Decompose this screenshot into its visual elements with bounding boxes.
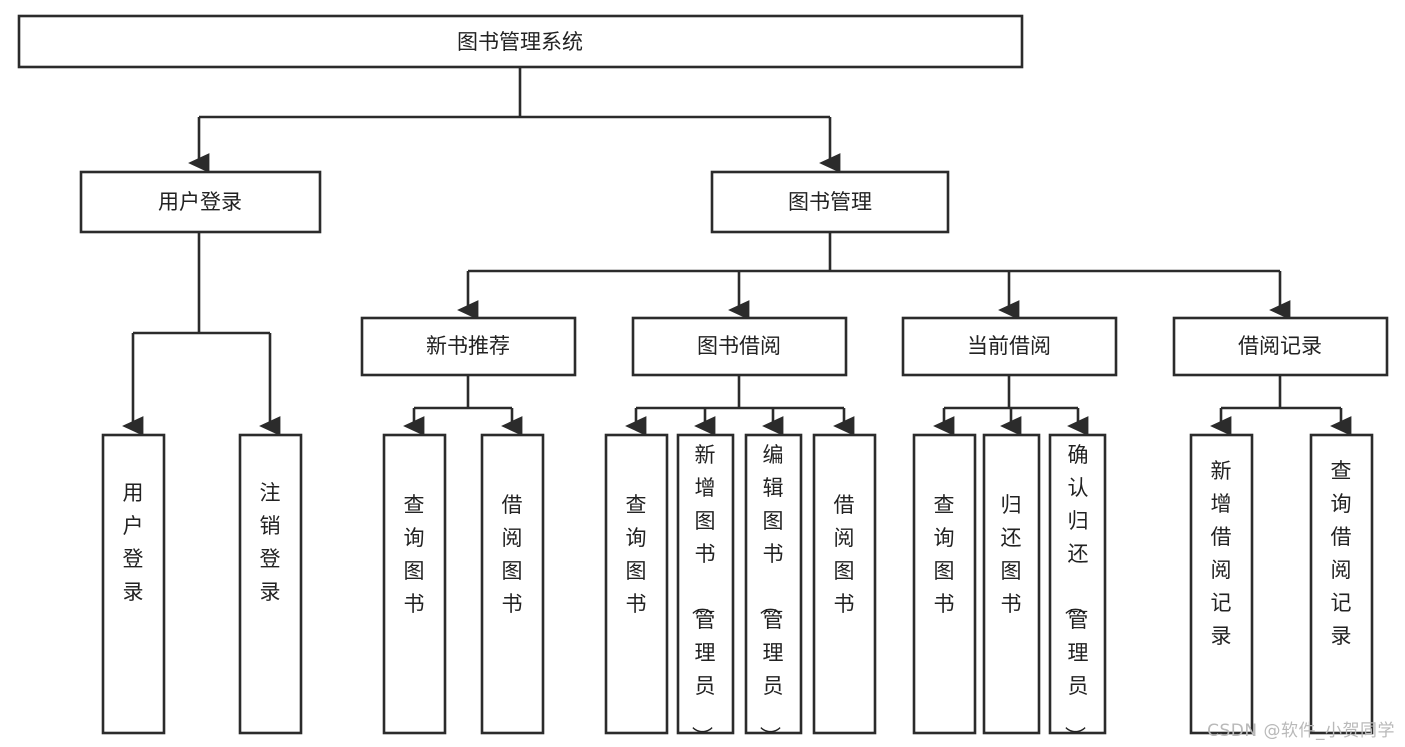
leaf-borrow-book-2-label: 借阅图书: [834, 493, 855, 616]
leaf-query-book-3-label: 查询图书: [934, 493, 955, 616]
node-book-borrow-label: 图书借阅: [697, 334, 781, 358]
leaf-logout[interactable]: 注销登录: [238, 433, 303, 735]
node-borrow-record[interactable]: 借阅记录: [1172, 316, 1389, 377]
node-root-label: 图书管理系统: [457, 30, 583, 54]
leaf-edit-book-box[interactable]: [744, 433, 803, 735]
node-user-login-box[interactable]: [79, 170, 322, 234]
leaf-add-record[interactable]: 新增借阅记录: [1189, 433, 1254, 735]
node-borrow-record-label: 借阅记录: [1238, 334, 1322, 358]
leaf-user-login[interactable]: 用户登录: [101, 433, 166, 735]
leaf-borrow-book-2-box[interactable]: [812, 433, 877, 735]
node-user-login-label: 用户登录: [158, 190, 242, 214]
leaf-query-book-3[interactable]: 查询图书: [912, 433, 977, 735]
node-borrow-record-box[interactable]: [1172, 316, 1389, 377]
leaf-edit-book[interactable]: 编辑图书（管理员）: [744, 433, 803, 747]
leaf-logout-label: 注销登录: [260, 481, 281, 604]
node-book-mgmt[interactable]: 图书管理: [710, 170, 950, 234]
leaf-query-book-2-label: 查询图书: [626, 493, 647, 616]
leaf-query-book-1-label: 查询图书: [404, 493, 425, 616]
leaf-confirm-return-label: 确认归还（管理员）: [1063, 443, 1089, 747]
leaf-query-book-1[interactable]: 查询图书: [382, 433, 447, 735]
leaf-confirm-return[interactable]: 确认归还（管理员）: [1048, 433, 1107, 747]
leaf-user-login-box[interactable]: [101, 433, 166, 735]
node-new-book-rec[interactable]: 新书推荐: [360, 316, 577, 377]
leaf-query-record-label: 查询借阅记录: [1331, 459, 1352, 648]
leaf-edit-book-label: 编辑图书（管理员）: [758, 443, 784, 747]
leaf-borrow-book-1-label: 借阅图书: [502, 493, 523, 616]
leaf-borrow-book-1[interactable]: 借阅图书: [480, 433, 545, 735]
node-current-borrow[interactable]: 当前借阅: [901, 316, 1118, 377]
node-new-book-rec-label: 新书推荐: [426, 334, 510, 358]
node-book-borrow-box[interactable]: [631, 316, 848, 377]
leaf-query-book-2[interactable]: 查询图书: [604, 433, 669, 735]
leaf-query-book-2-box[interactable]: [604, 433, 669, 735]
leaf-borrow-book-1-box[interactable]: [480, 433, 545, 735]
csdn-watermark: CSDN @软件_小贺同学: [1207, 721, 1395, 741]
leaf-borrow-book-2[interactable]: 借阅图书: [812, 433, 877, 735]
connector-group: [122, 67, 1352, 436]
node-current-borrow-label: 当前借阅: [967, 334, 1051, 358]
node-new-book-rec-box[interactable]: [360, 316, 577, 377]
node-current-borrow-box[interactable]: [901, 316, 1118, 377]
leaf-user-login-label: 用户登录: [123, 481, 144, 604]
leaf-query-book-1-box[interactable]: [382, 433, 447, 735]
leaf-return-book-box[interactable]: [982, 433, 1041, 735]
node-root-box[interactable]: [17, 14, 1024, 69]
leaf-return-book-label: 归还图书: [1001, 493, 1022, 616]
leaf-logout-box[interactable]: [238, 433, 303, 735]
leaf-confirm-return-box[interactable]: [1048, 433, 1107, 735]
leaf-add-book-label: 新增图书（管理员）: [690, 443, 716, 747]
leaf-query-book-3-box[interactable]: [912, 433, 977, 735]
leaf-add-record-box[interactable]: [1189, 433, 1254, 735]
leaf-return-book[interactable]: 归还图书: [982, 433, 1041, 735]
node-book-mgmt-box[interactable]: [710, 170, 950, 234]
node-root[interactable]: 图书管理系统: [17, 14, 1024, 69]
leaf-add-book-box[interactable]: [676, 433, 735, 735]
node-user-login[interactable]: 用户登录: [79, 170, 322, 234]
leaf-add-record-label: 新增借阅记录: [1211, 459, 1232, 648]
leaf-add-book[interactable]: 新增图书（管理员）: [676, 433, 735, 747]
node-book-borrow[interactable]: 图书借阅: [631, 316, 848, 377]
node-book-mgmt-label: 图书管理: [788, 190, 872, 214]
leaf-query-record[interactable]: 查询借阅记录: [1309, 433, 1374, 735]
leaf-query-record-box[interactable]: [1309, 433, 1374, 735]
